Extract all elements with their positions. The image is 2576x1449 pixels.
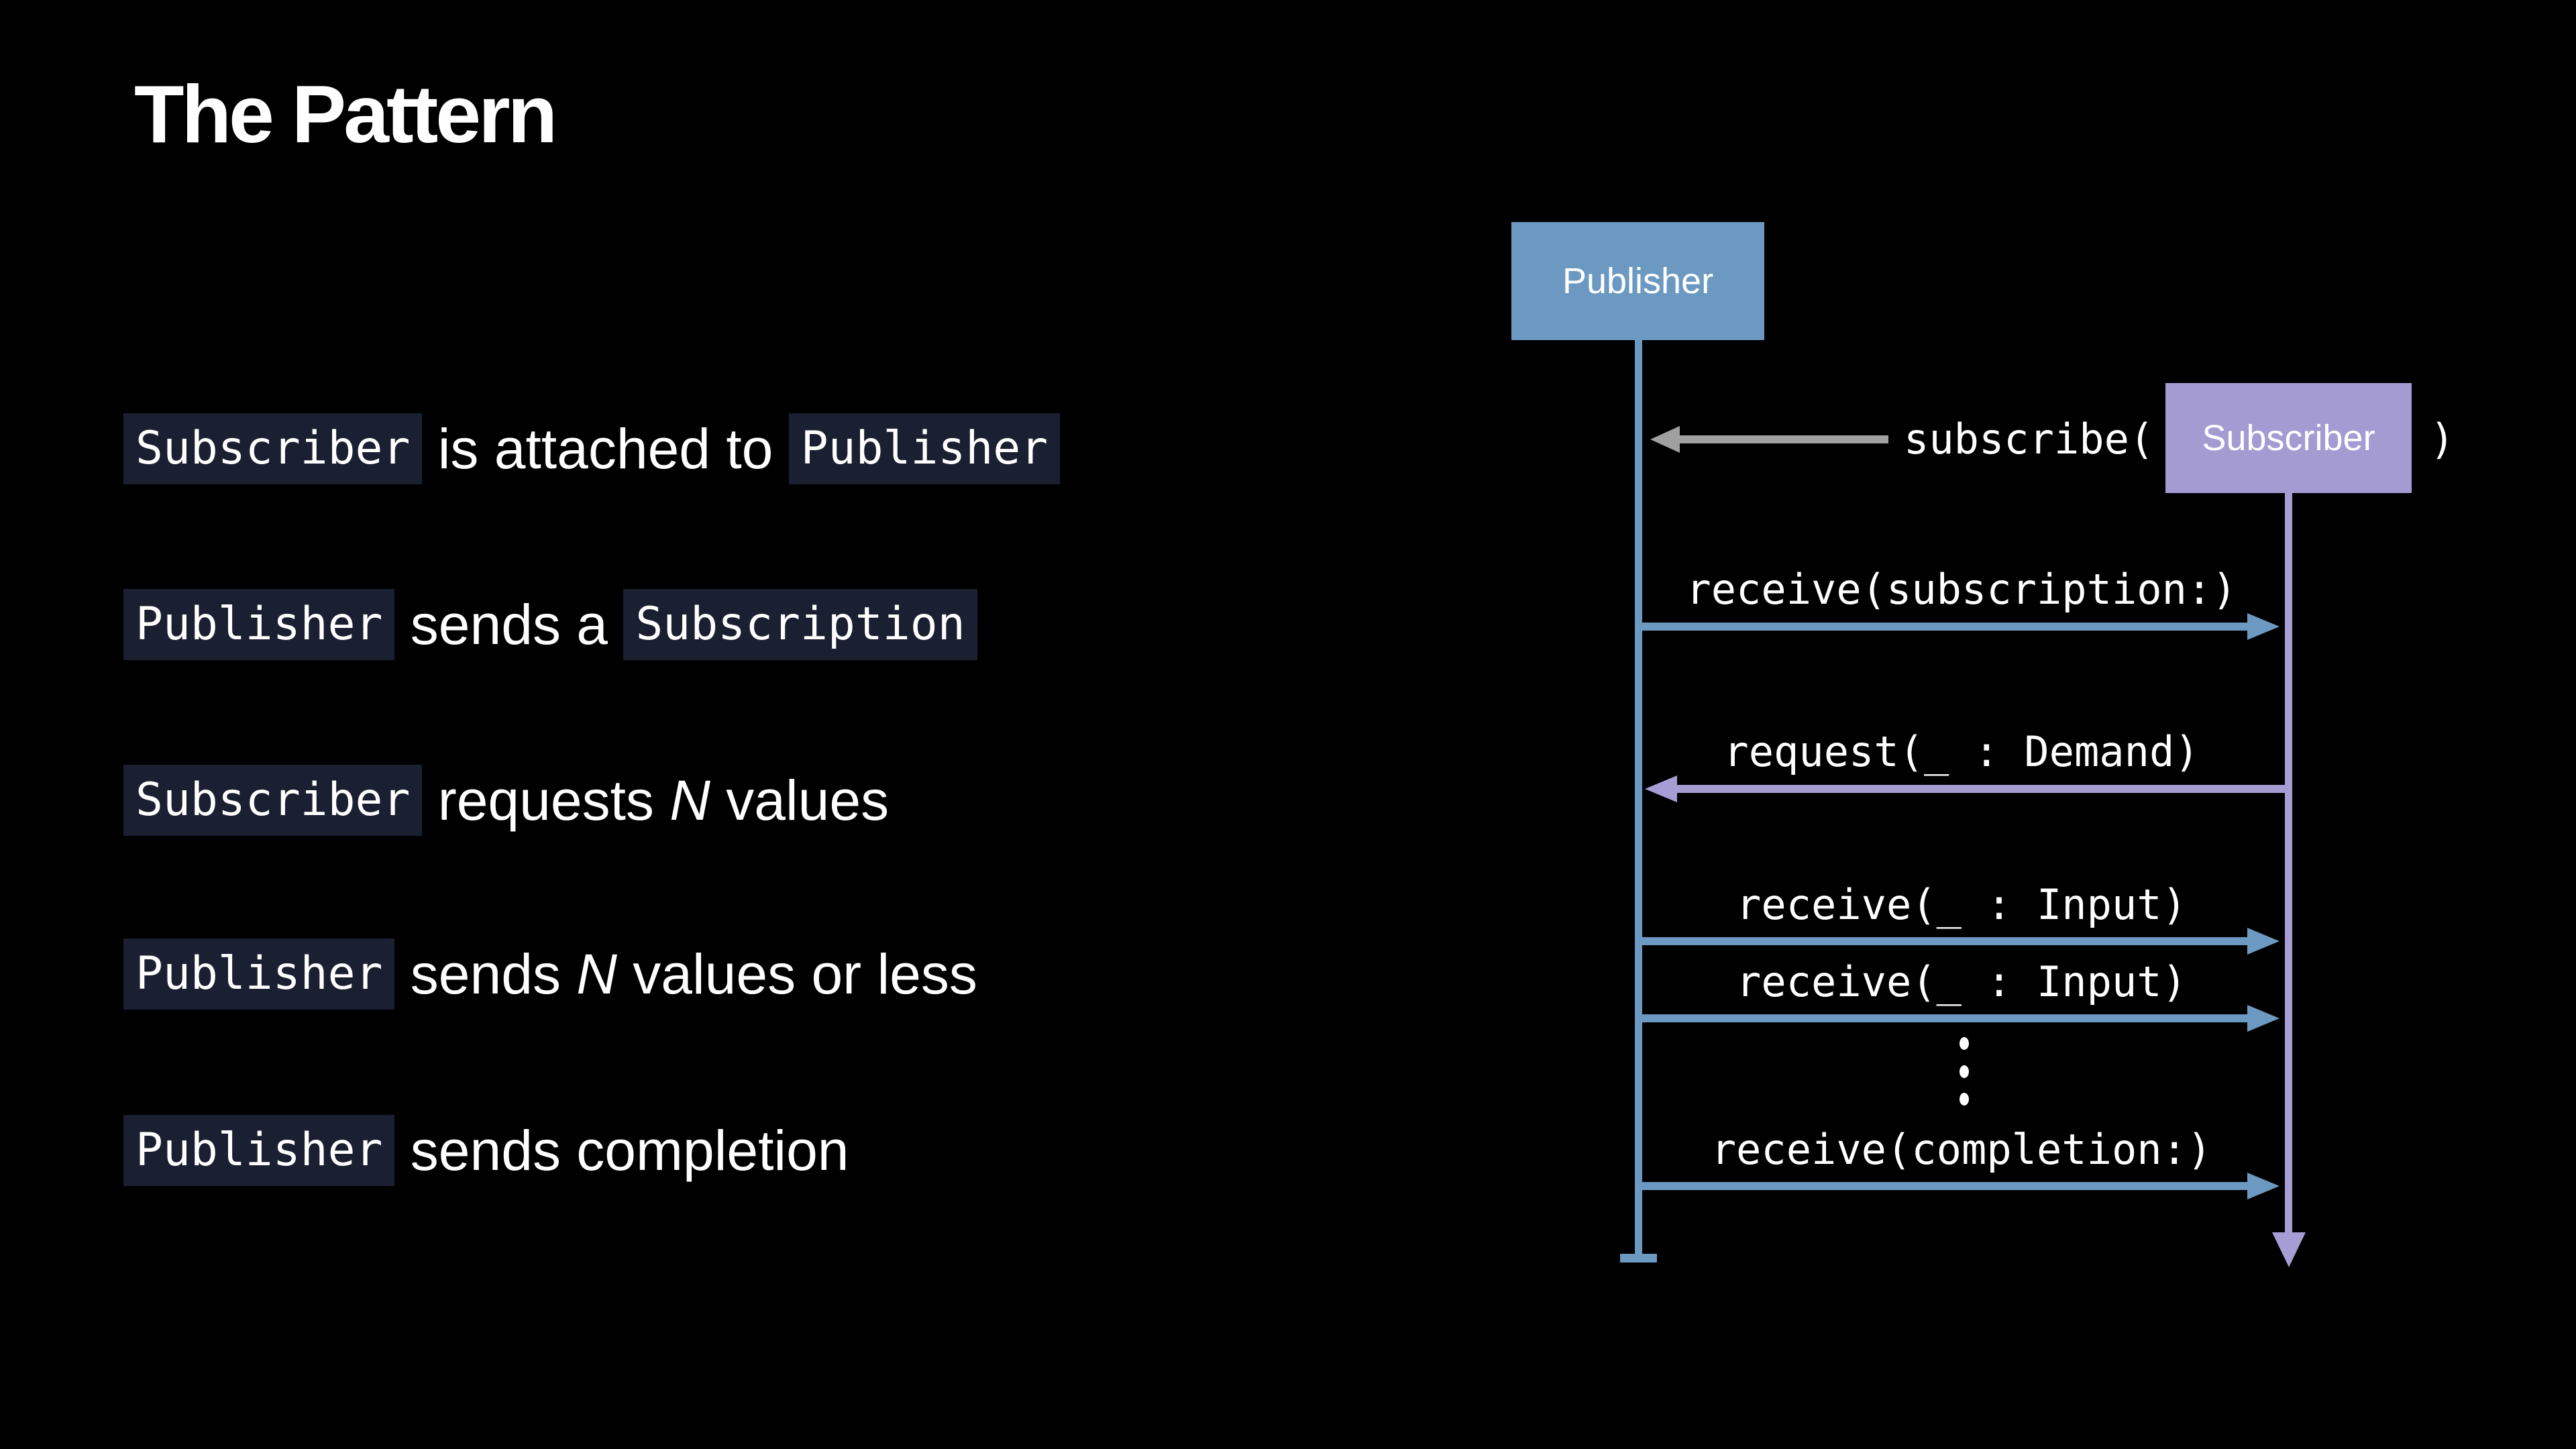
receive-completion-arrowhead-icon: [2247, 1173, 2279, 1199]
bullet-subscriber-requests: Subscriber requests N values: [123, 765, 890, 837]
bullet-subscriber-attached: Subscriber is attached to Publisher: [123, 413, 1061, 485]
code-chip-publisher: Publisher: [123, 1115, 395, 1187]
bullet-text: sends: [394, 942, 577, 1006]
subscriber-lifeline-arrowhead-icon: [2272, 1232, 2306, 1267]
message-label-receive-completion: receive(completion:): [1711, 1125, 2212, 1174]
ellipsis-dot: [1960, 1093, 1969, 1106]
bullet-variable-n: N: [669, 768, 710, 832]
bullet-text: sends a: [394, 592, 624, 656]
receive-input-arrow-2: [1635, 1014, 2247, 1022]
publisher-lifeline: [1635, 339, 1642, 1254]
bullet-text: values: [710, 768, 890, 832]
request-demand-arrowhead-icon: [1645, 775, 1677, 802]
receive-input-arrow-1: [1635, 937, 2247, 945]
message-label-receive-input-1: receive(_ : Input): [1736, 880, 2187, 929]
message-label-receive-input-2: receive(_ : Input): [1736, 957, 2187, 1006]
bullet-variable-n: N: [576, 942, 617, 1006]
code-chip-publisher: Publisher: [123, 589, 395, 661]
receive-input-arrowhead-2-icon: [2247, 1005, 2279, 1032]
bullet-publisher-sends-values: Publisher sends N values or less: [123, 938, 977, 1010]
publisher-actor-box: Publisher: [1511, 222, 1764, 340]
code-chip-subscription: Subscription: [623, 589, 977, 661]
code-chip-subscriber: Subscriber: [123, 765, 423, 837]
publisher-lifeline-endcap: [1620, 1254, 1657, 1263]
code-chip-publisher: Publisher: [123, 938, 395, 1010]
bullet-text: requests: [422, 768, 670, 832]
subscribe-call-suffix: ): [2430, 415, 2455, 464]
subscribe-arrowhead-icon: [1650, 426, 1680, 453]
subscribe-arrow: [1677, 435, 1888, 443]
bullet-publisher-subscription: Publisher sends a Subscription: [123, 589, 977, 661]
message-label-receive-subscription: receive(subscription:): [1686, 565, 2237, 614]
subscriber-actor-label: Subscriber: [2202, 418, 2375, 458]
ellipsis-dot: [1960, 1065, 1969, 1078]
publisher-actor-label: Publisher: [1562, 261, 1714, 301]
bullet-text: is attached to: [422, 417, 789, 480]
bullet-publisher-completion: Publisher sends completion: [123, 1115, 849, 1187]
message-label-request-demand: request(_ : Demand): [1723, 727, 2200, 776]
subscriber-actor-box: Subscriber: [2165, 383, 2412, 493]
subscribe-call-prefix: subscribe(: [1904, 415, 2155, 464]
request-demand-arrow: [1677, 785, 2292, 793]
page-title: The Pattern: [134, 68, 557, 160]
ellipsis-dot: [1960, 1037, 1969, 1050]
receive-subscription-arrowhead-icon: [2247, 613, 2279, 640]
subscriber-lifeline: [2285, 492, 2292, 1232]
bullet-text: values or less: [616, 942, 977, 1006]
receive-input-arrowhead-1-icon: [2247, 928, 2279, 955]
code-chip-subscriber: Subscriber: [123, 413, 423, 485]
receive-subscription-arrow: [1635, 623, 2247, 631]
bullet-text: sends completion: [394, 1118, 849, 1182]
receive-completion-arrow: [1635, 1182, 2247, 1190]
code-chip-publisher: Publisher: [788, 413, 1061, 485]
